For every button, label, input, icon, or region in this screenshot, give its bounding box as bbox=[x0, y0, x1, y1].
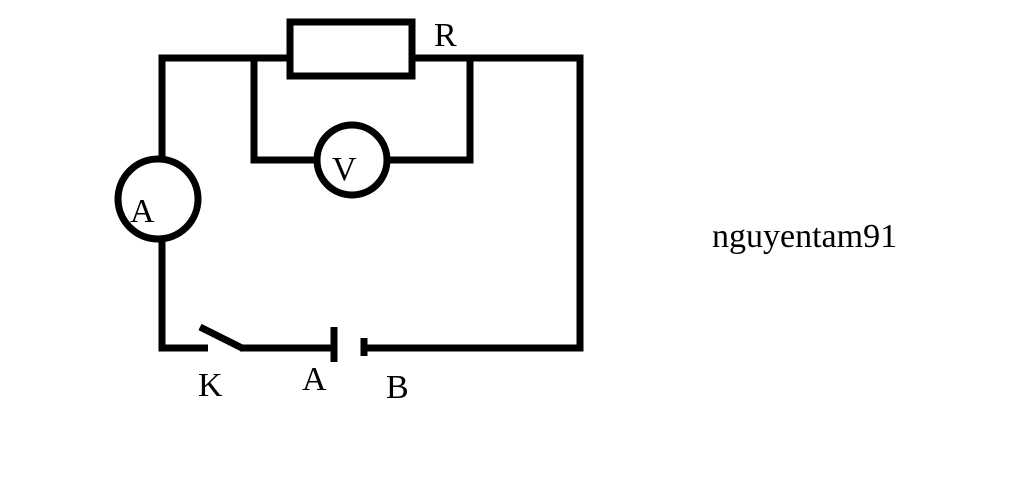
voltmeter bbox=[313, 121, 391, 199]
ammeter-label: A bbox=[130, 193, 155, 230]
ammeter bbox=[114, 155, 202, 243]
voltmeter-label: V bbox=[332, 151, 357, 188]
wire-top-left bbox=[158, 54, 290, 160]
wire-voltmeter-right bbox=[386, 58, 474, 164]
resistor bbox=[286, 18, 416, 80]
wire-left-bottom bbox=[158, 238, 208, 352]
main-wires bbox=[158, 54, 584, 352]
voltmeter-branch bbox=[250, 58, 474, 199]
wire-top-right bbox=[362, 54, 584, 352]
switch-k bbox=[198, 323, 244, 352]
author-text: nguyentam91 bbox=[712, 218, 897, 255]
resistor-label: R bbox=[434, 17, 457, 54]
terminal-a-label: A bbox=[302, 361, 327, 398]
switch-label: K bbox=[198, 367, 223, 404]
battery bbox=[330, 327, 368, 362]
terminal-b-label: B bbox=[386, 369, 409, 406]
wire-voltmeter-left bbox=[250, 58, 318, 164]
